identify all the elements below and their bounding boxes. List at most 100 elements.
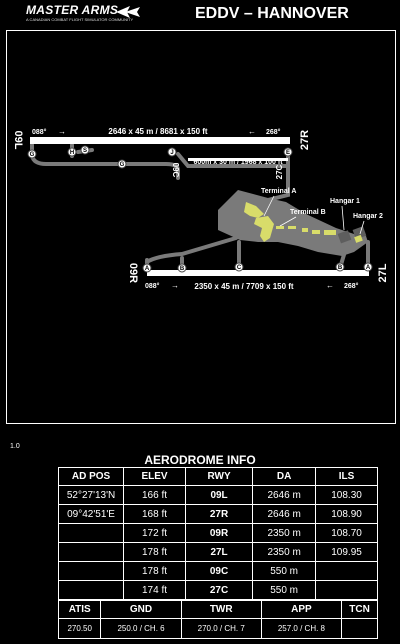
rwy-south-dimensions: 2350 x 45 m / 7709 x 150 ft bbox=[194, 282, 294, 291]
table-row: 270.50 250.0 / CH. 6 270.0 / CH. 7 257.0… bbox=[57, 618, 378, 639]
hangar-1-label: Hangar 1 bbox=[330, 198, 360, 205]
da-cell: 550 m bbox=[252, 580, 317, 600]
da-cell: 2646 m bbox=[252, 485, 317, 505]
rwy-cell: 09R bbox=[184, 523, 254, 543]
rwy-end-27l: 27L bbox=[377, 263, 389, 282]
taxi-label: A bbox=[366, 265, 371, 271]
version-label: 1.0 bbox=[10, 443, 20, 450]
runway-09r-27l bbox=[147, 270, 369, 276]
arrow-left-icon: ← bbox=[248, 127, 256, 136]
gnd-cell: 250.0 / CH. 6 bbox=[100, 618, 182, 639]
logo-text: MASTER ARMS bbox=[26, 3, 119, 17]
rwy-north-heading-right: 268° bbox=[266, 128, 281, 136]
table-row: 09°42'51'E 168 ft 27R 2646 m 108.90 bbox=[57, 504, 378, 524]
ad-pos-cell: 52°27'13'N bbox=[57, 485, 125, 505]
rwy-end-09c: 09C bbox=[171, 163, 180, 178]
rwy-end-27c: 27C bbox=[275, 164, 284, 179]
header-gnd: GND bbox=[100, 600, 182, 619]
elev-cell: 174 ft bbox=[123, 580, 186, 600]
taxi-sign-g2 bbox=[117, 159, 127, 169]
rwy-south-heading-left: 088° bbox=[145, 282, 160, 290]
header-da: DA bbox=[252, 467, 317, 486]
taxi-label: A bbox=[145, 266, 150, 272]
header: MASTER ARMS A CANADIAN COMBAT FLIGHT SIM… bbox=[0, 0, 400, 30]
ils-cell: 109.95 bbox=[315, 542, 378, 562]
rwy-cell: 27L bbox=[184, 542, 254, 562]
jets-icon bbox=[116, 6, 140, 18]
header-atis: ATIS bbox=[57, 600, 102, 619]
taxi-sign-b1 bbox=[177, 263, 187, 273]
rwy-south-heading-right: 268° bbox=[344, 282, 359, 290]
leader-lines bbox=[263, 195, 365, 235]
rwy-end-09r: 09R bbox=[127, 263, 139, 283]
da-cell: 550 m bbox=[252, 561, 317, 581]
taxi-sign-e bbox=[283, 147, 293, 157]
table-row: 178 ft 27L 2350 m 109.95 bbox=[57, 542, 378, 562]
header-rwy: RWY bbox=[184, 467, 254, 486]
rwy-cell: 27R bbox=[184, 504, 254, 524]
taxi-label: H bbox=[70, 150, 74, 156]
rwy-cell: 09C bbox=[184, 561, 254, 581]
ad-pos-cell: 09°42'51'E bbox=[57, 504, 125, 524]
taxi-sign-s bbox=[80, 145, 90, 155]
terminal-b-label: Terminal B bbox=[290, 209, 326, 216]
arrow-right-icon: → bbox=[171, 281, 179, 290]
taxi-sign-c bbox=[234, 262, 244, 272]
diagram-canvas: G H S G J E A B C B A 2646 x 45 m / 8681… bbox=[6, 30, 396, 424]
tcn-cell bbox=[341, 618, 378, 639]
table-header-row: AD POS ELEV RWY DA ILS bbox=[57, 467, 378, 486]
taxiway-signs bbox=[27, 145, 373, 273]
aerodrome-table: AD POS ELEV RWY DA ILS 52°27'13'N 166 ft… bbox=[57, 467, 378, 600]
elev-cell: 172 ft bbox=[123, 523, 186, 543]
logo-subtitle: A CANADIAN COMBAT FLIGHT SIMULATOR COMMU… bbox=[26, 17, 134, 22]
table-row: 52°27'13'N 166 ft 09L 2646 m 108.30 bbox=[57, 485, 378, 505]
taxi-label: G bbox=[30, 152, 35, 158]
ils-cell bbox=[315, 580, 378, 600]
da-cell: 2350 m bbox=[252, 542, 317, 562]
arrow-right-icon: → bbox=[58, 127, 66, 136]
elev-cell: 168 ft bbox=[123, 504, 186, 524]
ad-pos-cell bbox=[57, 523, 125, 543]
rwy-end-09l: 09L bbox=[12, 131, 24, 150]
elev-cell: 178 ft bbox=[123, 542, 186, 562]
taxi-sign-a2 bbox=[363, 262, 373, 272]
ad-pos-cell bbox=[57, 580, 125, 600]
table-header-row: ATIS GND TWR APP TCN bbox=[57, 600, 378, 619]
rwy-north-heading-left: 088° bbox=[32, 128, 47, 136]
ils-cell: 108.90 bbox=[315, 504, 378, 524]
table-row: 178 ft 09C 550 m bbox=[57, 561, 378, 581]
da-cell: 2646 m bbox=[252, 504, 317, 524]
frequency-table: ATIS GND TWR APP TCN 270.50 250.0 / CH. … bbox=[57, 600, 378, 639]
twr-cell: 270.0 / CH. 7 bbox=[180, 618, 262, 639]
header-app: APP bbox=[260, 600, 343, 619]
hangar-2-label: Hangar 2 bbox=[353, 213, 383, 220]
buildings bbox=[337, 226, 367, 244]
header-ad-pos: AD POS bbox=[57, 467, 125, 486]
atis-cell: 270.50 bbox=[57, 618, 102, 639]
elev-cell: 178 ft bbox=[123, 561, 186, 581]
aerodrome-info-title: AERODROME INFO bbox=[144, 453, 256, 467]
taxi-label: G bbox=[120, 162, 125, 168]
taxi-sign-j bbox=[167, 147, 177, 157]
arrow-left-icon: ← bbox=[326, 281, 334, 290]
ils-cell: 108.70 bbox=[315, 523, 378, 543]
header-elev: ELEV bbox=[123, 467, 186, 486]
rwy-center-dimensions: 600m x 30 m / 1968 x 100 ft bbox=[193, 159, 283, 166]
da-cell: 2350 m bbox=[252, 523, 317, 543]
ad-pos-cell bbox=[57, 542, 125, 562]
taxi-sign-g1 bbox=[27, 149, 37, 159]
taxi-label: E bbox=[286, 150, 290, 156]
airport-diagram: G H S G J E A B C B A 2646 x 45 m / 8681… bbox=[6, 30, 396, 424]
terminal-a-label: Terminal A bbox=[261, 188, 296, 195]
diagram-border bbox=[6, 30, 396, 424]
rwy-cell: 27C bbox=[184, 580, 254, 600]
table-row: 172 ft 09R 2350 m 108.70 bbox=[57, 523, 378, 543]
elev-cell: 166 ft bbox=[123, 485, 186, 505]
terminal-buildings bbox=[244, 202, 363, 243]
rwy-end-27r: 27R bbox=[299, 130, 311, 150]
ils-cell bbox=[315, 561, 378, 581]
header-ils: ILS bbox=[315, 467, 378, 486]
runway-09l-27r bbox=[30, 137, 290, 144]
taxi-label: B bbox=[180, 266, 185, 272]
runway-09c-27c bbox=[188, 158, 288, 161]
